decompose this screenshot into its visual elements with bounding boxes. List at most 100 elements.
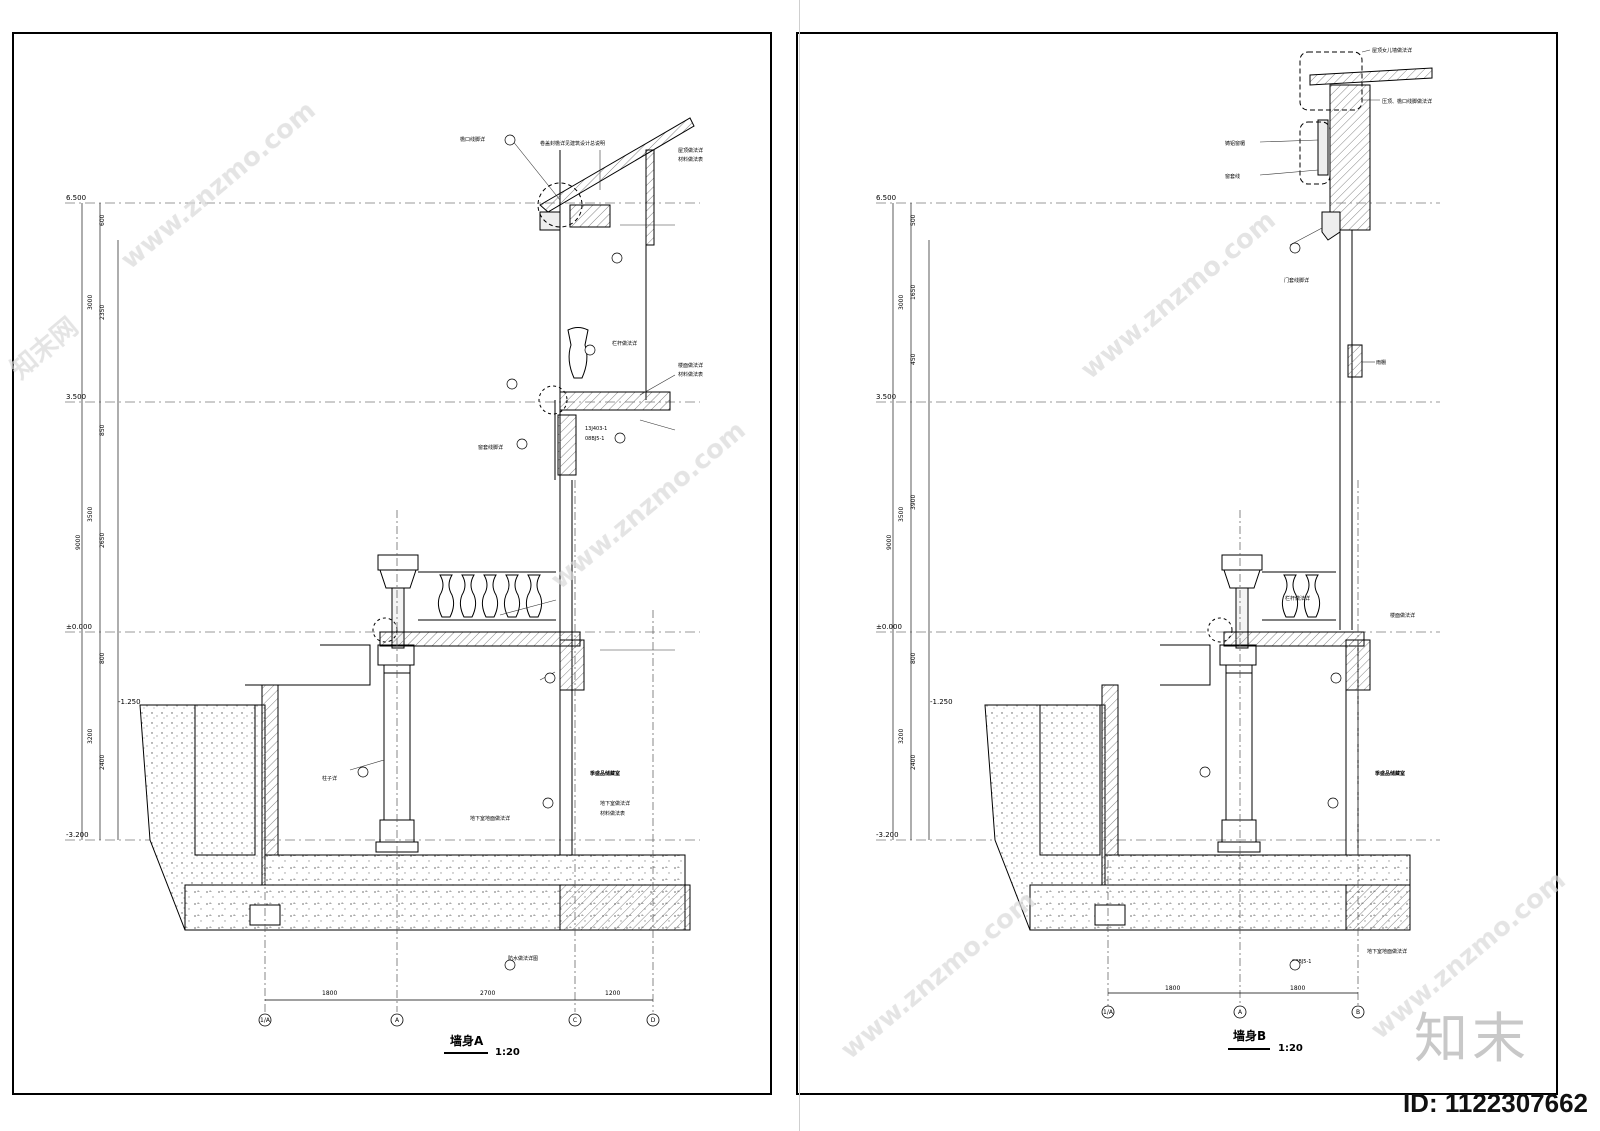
sheet-b-note-11: 08BJ5-1 [1292, 959, 1311, 965]
sheet-b-terrace-baluster [1207, 554, 1365, 649]
sheet-b-title: 墙身B [1233, 1028, 1266, 1043]
sheet-a-upper-baluster [538, 327, 671, 480]
sheet-b-note-8: 楼面做法详 [1390, 612, 1415, 619]
sheet-a-axis-dim-3: 1200 [605, 990, 620, 997]
sheet-a-terrace-baluster [372, 554, 581, 649]
sheet-a-level-1: 6.500 [66, 194, 86, 202]
sheet-b-detail-bubbles [1199, 242, 1342, 971]
sheet-a-detail-bubbles [357, 134, 626, 971]
sheet-b-dim-6: 3500 [898, 507, 905, 522]
sheet-b-dim-4: 450 [910, 353, 917, 365]
sheet-b-border [796, 32, 1558, 1095]
sheet-a-balusters [437, 574, 543, 618]
sheet-b-dim-8: 800 [910, 652, 917, 664]
sheet-a-scale: 1:20 [495, 1047, 520, 1058]
sheet-a-wall [559, 480, 585, 930]
sheet-b-level-3: ±0.000 [876, 623, 902, 631]
sheet-a-notes: 卷盖封檐详见建筑设计总说明 檐口线脚详 屋顶做法详 材料做法表 栏杆做法详 楼面… [322, 136, 703, 962]
sheet-a-dim-8: 800 [99, 652, 106, 664]
sheet-a-detail-circle-mid [538, 385, 568, 415]
sheet-b-ground [984, 644, 1411, 931]
sheet-a-ground [139, 644, 691, 931]
sheet-a-axis-bubble-3 [568, 1013, 582, 1027]
sheet-b-axis-label-3: B [1356, 1009, 1360, 1016]
sheet-a-level-5: -3.200 [66, 831, 89, 839]
sheet-b-notes: 屋顶女儿墙做法详 压顶、檐口线脚做法详 铸铝窗楣 窗套线 门套线脚详 雨棚 栏杆… [1225, 47, 1432, 965]
sheet-a-roof [537, 117, 695, 630]
sheet-a-note-5: 栏杆做法详 [612, 340, 637, 347]
sheet-a-dim-chain [81, 203, 119, 840]
sheet-a-dim-4: 850 [99, 424, 106, 436]
sheet-b-dim-chain [892, 203, 930, 840]
sheet-b-dim-9: 3200 [898, 729, 905, 744]
sheet-a-dim-1: 600 [99, 214, 106, 226]
sheet-a-axis-label-4: D [651, 1017, 656, 1024]
sheet-a-level-2: 3.500 [66, 393, 86, 401]
watermark-text-5: www.znzmo.com [835, 885, 1041, 1065]
sheet-b-axis-label-2: A [1238, 1009, 1243, 1016]
sheet-b-axis-dim-2: 1800 [1290, 985, 1305, 992]
sheet-a-note-4: 材料做法表 [678, 156, 703, 163]
sheet-a-note-9: 13J403-1 [585, 426, 607, 432]
sheet-b-callouts [1259, 49, 1380, 363]
sheet-a-note-3: 屋顶做法详 [678, 147, 703, 154]
sheet-b-dim-7: 3900 [910, 495, 917, 510]
sheet-a-axis-dim-2: 2700 [480, 990, 495, 997]
sheet-a-note-10: 08BJ5-1 [585, 436, 604, 442]
sheet-b-axis-bubble-1 [1101, 1005, 1115, 1019]
sheet-a-dim-6: 3500 [87, 507, 94, 522]
sheet-a-border [12, 32, 772, 1095]
sheet-a-axis-bubble-1 [258, 1013, 272, 1027]
watermark-id: ID: 1122307662 [1402, 1088, 1588, 1118]
sheet-a-note-11: 防水做法详图 [508, 955, 538, 962]
sheet-b-dim-text: 500 3000 1650 450 9000 3500 3900 800 320… [886, 214, 917, 770]
sheet-a-axes [264, 480, 654, 1012]
sheet-a-dim-3: 2350 [99, 305, 106, 320]
watermark-brand-1: 知末网 [5, 312, 84, 385]
sheet-a-note-7: 材料做法表 [678, 371, 703, 378]
sheet-a-level-4: -1.250 [118, 698, 141, 706]
sheet-a-note-14: 季盛品储藏室 [589, 770, 620, 777]
sheet-b: 6.500 3.500 ±0.000 -1.250 -3.200 500 300… [796, 32, 1558, 1095]
watermark-text-1: www.znzmo.com [115, 95, 321, 275]
sheet-b-dim-2: 3000 [898, 295, 905, 310]
sheet-a-note-12: 柱子详 [322, 775, 337, 782]
sheet-b-dim-5: 9000 [886, 535, 893, 550]
sheet-a-note-6: 楼面做法详 [678, 362, 703, 369]
sheet-b-note-3: 铸铝窗楣 [1225, 140, 1245, 147]
sheet-a-note-1: 卷盖封檐详见建筑设计总说明 [540, 140, 605, 147]
sheet-a-axis-dim-1: 1800 [322, 990, 337, 997]
sheet-b-parapet [1299, 51, 1433, 630]
sheet-b-dim-1: 500 [910, 214, 917, 226]
sheet-a-axis-bubbles [258, 1013, 660, 1027]
sheet-a-column [375, 644, 419, 853]
sheet-b-note-10: 地下室地面做法详 [1367, 948, 1407, 955]
sheet-a-axis-bubble-4 [646, 1013, 660, 1027]
sheet-b-axis-bubbles [1101, 1005, 1365, 1019]
sheet-a-dim-2: 3000 [87, 295, 94, 310]
sheet-b-column [1217, 644, 1261, 853]
sheet-b-level-5: -3.200 [876, 831, 899, 839]
sheet-b-note-1: 屋顶女儿墙做法详 [1372, 47, 1412, 54]
sheet-a-axis-bubble-2 [390, 1013, 404, 1027]
sheet-a-dim-5: 9000 [75, 535, 82, 550]
sheet-a-level-3: ±0.000 [66, 623, 92, 631]
sheet-a-dim-9: 3200 [87, 729, 94, 744]
sheet-b-level-1: 6.500 [876, 194, 896, 202]
sheet-a-axis-label-2: A [395, 1017, 400, 1024]
sheet-b-note-4: 窗套线 [1225, 173, 1240, 180]
sheet-b-axis-bubble-2 [1233, 1005, 1247, 1019]
sheet-b-axis-dim-1: 1800 [1165, 985, 1180, 992]
watermark-logo: 知末 [1414, 1007, 1530, 1070]
sheet-a-note-8: 窗套线脚详 [478, 444, 503, 451]
sheet-b-level-2: 3.500 [876, 393, 896, 401]
sheet-b-note-9: 季盛品储藏室 [1374, 770, 1405, 777]
sheet-b-axes [1107, 480, 1359, 1012]
sheet-b-scale: 1:20 [1278, 1043, 1303, 1054]
sheet-a-axis-label-3: C [573, 1017, 577, 1024]
sheet-b-detail-circle-balustrade [1207, 617, 1233, 643]
sheet-a-axis-label-1: 1/A [260, 1017, 271, 1024]
sheet-b-level-4: -1.250 [930, 698, 953, 706]
sheet-a-note-16: 地下室地面做法详 [470, 815, 510, 822]
sheet-b-note-2: 压顶、檐口线脚做法详 [1382, 98, 1432, 105]
